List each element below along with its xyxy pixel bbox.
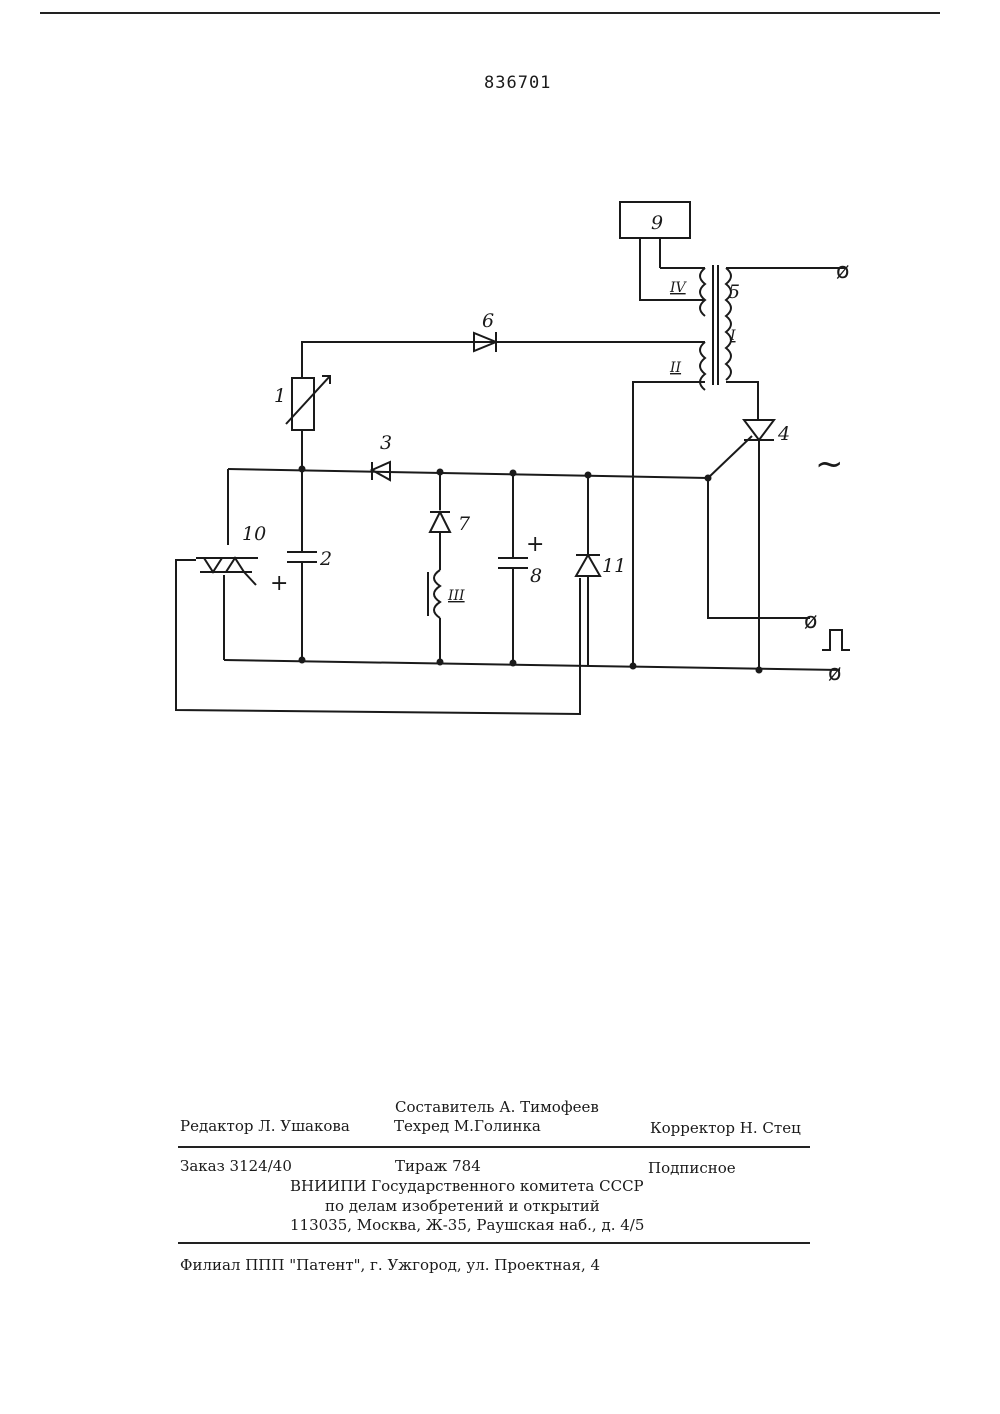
label-1: 1 [274, 385, 286, 407]
techred: Техред М.Голинка [394, 1117, 541, 1135]
ac-symbol: ~ [815, 444, 844, 484]
pulse-waveform-icon [822, 630, 850, 650]
circulation: Тираж 784 [395, 1157, 481, 1175]
wire-top [302, 342, 705, 378]
subscription: Подписное [648, 1159, 736, 1177]
label-11: 11 [602, 555, 626, 577]
label-10: 10 [242, 523, 266, 545]
label-7: 7 [458, 513, 471, 535]
label-3: 3 [380, 432, 392, 454]
polarity-mark-cap-8: + [526, 532, 544, 557]
label-4: 4 [777, 423, 790, 445]
rule-lower [178, 1242, 810, 1244]
label-6: 6 [482, 310, 494, 332]
label-2: 2 [319, 548, 332, 570]
winding-label-I: I [729, 328, 736, 344]
circuit-schematic: 1 2 3 4 5 6 7 8 9 10 11 I II III IV + + … [0, 0, 1000, 760]
terminal-ac-bottom: ø [828, 661, 841, 686]
terminal-pulse: ø [804, 609, 817, 634]
rail-bottom [224, 660, 840, 670]
branch-address: Филиал ППП "Патент", г. Ужгород, ул. Про… [180, 1256, 600, 1274]
rule-upper [178, 1146, 810, 1148]
compiler: Составитель А. Тимофеев [395, 1098, 599, 1116]
terminal-ac-top: ø [836, 259, 849, 284]
order-number: Заказ 3124/40 [180, 1157, 292, 1175]
label-8: 8 [530, 565, 542, 587]
org-line-1: ВНИИПИ Государственного комитета СССР [290, 1177, 644, 1195]
editor: Редактор Л. Ушакова [180, 1117, 350, 1135]
winding-label-III: III [447, 588, 465, 604]
polarity-mark-cap-2: + [270, 571, 288, 596]
address: 113035, Москва, Ж-35, Раушская наб., д. … [290, 1216, 644, 1234]
corrector: Корректор Н. Стец [650, 1119, 801, 1137]
winding-label-IV: IV [669, 280, 688, 296]
label-9: 9 [651, 212, 663, 234]
org-line-2: по делам изобретений и открытий [325, 1197, 600, 1215]
label-5: 5 [728, 281, 740, 303]
winding-label-II: II [669, 360, 682, 376]
